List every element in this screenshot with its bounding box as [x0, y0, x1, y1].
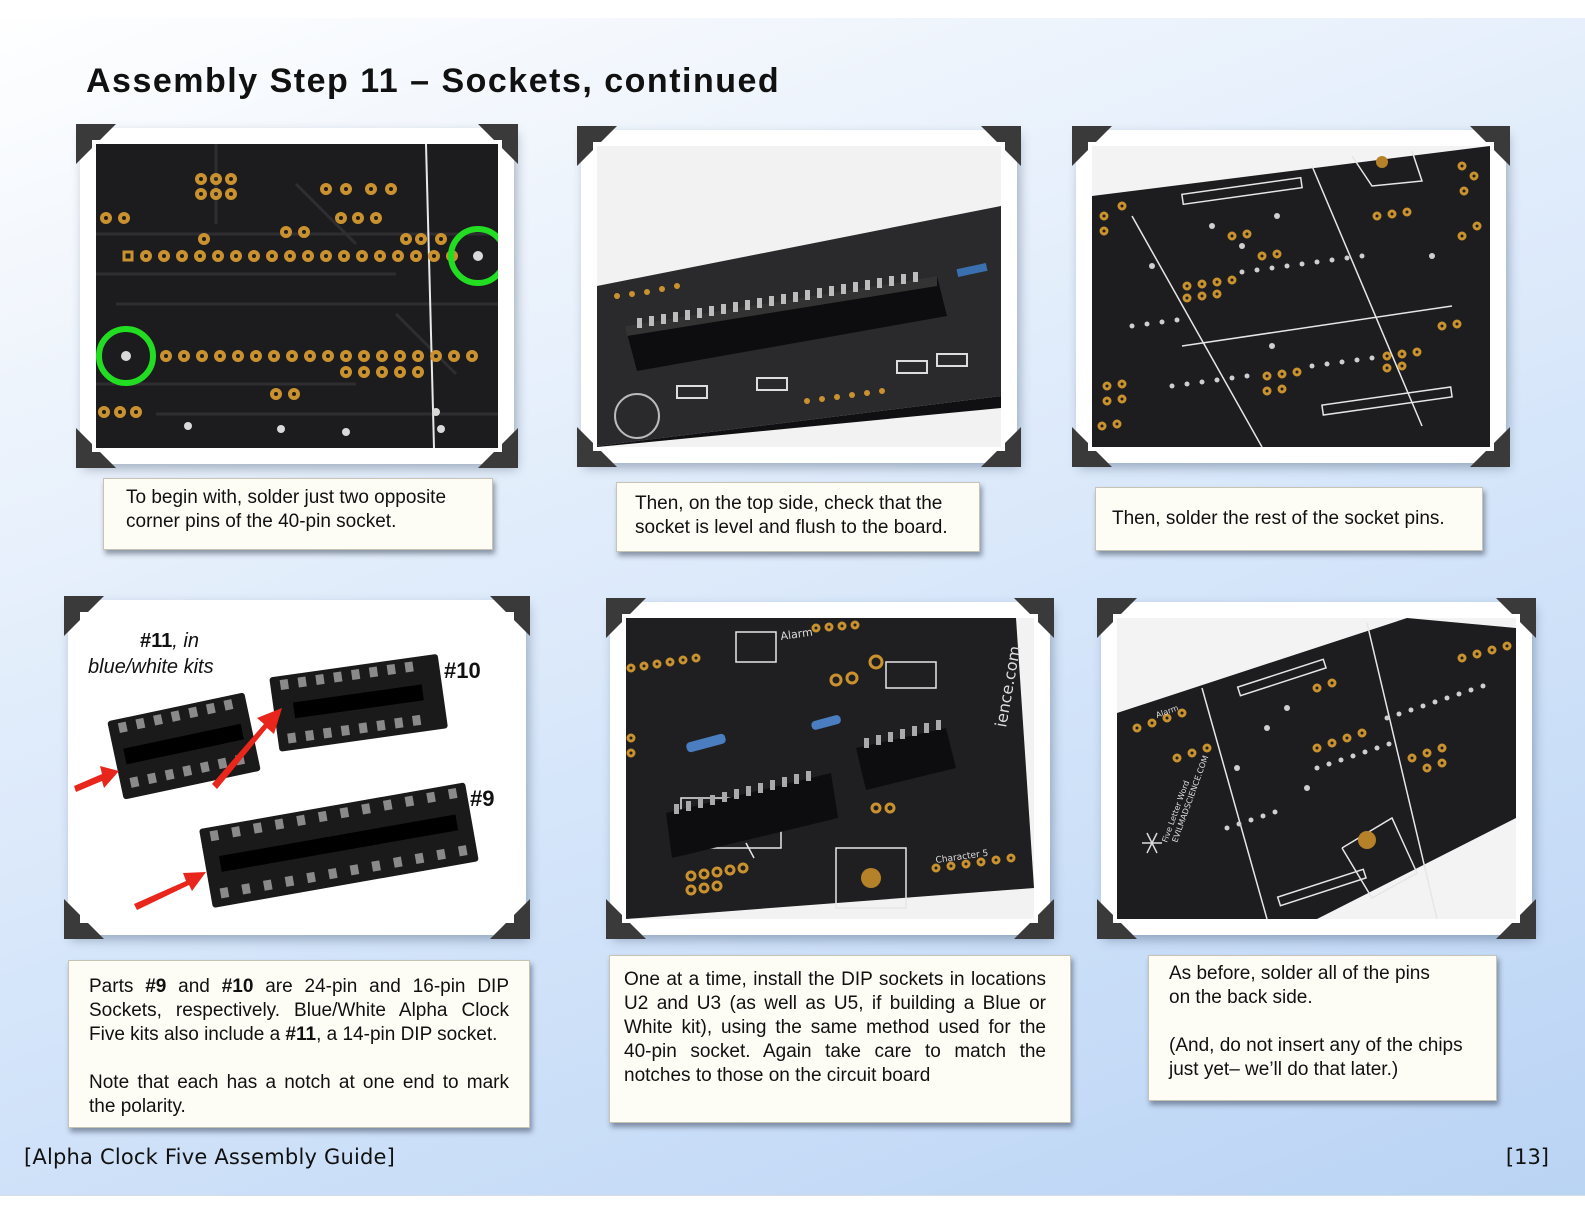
bottom-margin — [0, 1195, 1585, 1225]
paragraph-gap — [89, 1047, 509, 1071]
pcb-back-photo-icon — [96, 144, 498, 448]
pcb-back-photo-icon: Five Letter Word EVILMADSCIENCE.COM Alar… — [1117, 618, 1516, 919]
photo-frame-6: Five Letter Word EVILMADSCIENCE.COM Alar… — [1097, 598, 1536, 939]
photo-corner-icon — [64, 596, 104, 636]
photo-corner-icon — [1072, 427, 1112, 467]
caption-text: Parts — [89, 976, 146, 997]
top-margin — [0, 0, 1585, 18]
caption-step-5: One at a time, install the DIP sockets i… — [609, 955, 1071, 1123]
photo-corner-icon — [76, 124, 116, 164]
part-number: #11 — [285, 1024, 317, 1045]
photo-frame-3 — [1072, 126, 1510, 467]
caption-text: Then, solder the rest of the socket pins… — [1112, 508, 1445, 529]
photo-corner-icon — [606, 598, 646, 638]
part-11-label: #11, in — [140, 630, 199, 653]
pcb-top-photo-icon: Alarm Character 5 ience.com — [626, 618, 1034, 919]
part-label-suffix: , in — [172, 630, 199, 652]
photo-corner-icon — [1097, 598, 1137, 638]
caption-step-3: Then, solder the rest of the socket pins… — [1095, 487, 1483, 551]
part-number: #9 — [145, 976, 167, 997]
photo-corner-icon — [1072, 126, 1112, 166]
photo-corner-icon — [1097, 899, 1137, 939]
photo-corner-icon — [1014, 899, 1054, 939]
part-number: #11 — [140, 630, 173, 652]
photo-corner-icon — [981, 126, 1021, 166]
page-number: [13] — [1505, 1145, 1549, 1169]
photo-corner-icon — [490, 596, 530, 636]
caption-text: , a 14-pin DIP socket. — [316, 1024, 498, 1045]
footer-guide-title: [Alpha Clock Five Assembly Guide] — [24, 1145, 396, 1169]
photo-frame-5: Alarm Character 5 ience.com — [606, 598, 1054, 939]
caption-text: are 24-pin and 16-pin DIP Sockets, respe… — [89, 976, 509, 1045]
part-10-label: #10 — [444, 658, 481, 683]
paragraph-gap — [1169, 1010, 1476, 1034]
caption-text: To begin with, solder just two opposite … — [126, 487, 447, 532]
photo-corner-icon — [606, 899, 646, 939]
photo-corner-icon — [1470, 126, 1510, 166]
photo-corner-icon — [478, 428, 518, 468]
pcb-back-photo-icon — [1092, 146, 1490, 447]
dip-socket-photo-icon — [74, 606, 520, 919]
arrow-icon — [74, 708, 282, 910]
photo-corner-icon — [577, 126, 617, 166]
svg-text:Alarm: Alarm — [780, 626, 814, 643]
caption-step-6: As before, solder all of the pins on the… — [1148, 955, 1497, 1101]
caption-text: One at a time, install the DIP sockets i… — [624, 969, 1046, 1086]
photo-corner-icon — [1496, 598, 1536, 638]
photo-corner-icon — [1014, 598, 1054, 638]
caption-text: and — [166, 976, 222, 997]
caption-parts-text: Parts #9 and #10 are 24-pin and 16-pin D… — [89, 975, 509, 1047]
part-11-kits-label: blue/white kits — [88, 656, 214, 678]
photo-corner-icon — [478, 124, 518, 164]
photo-corner-icon — [1496, 899, 1536, 939]
photo-corner-icon — [64, 899, 104, 939]
caption-note-text: Note that each has a notch at one end to… — [89, 1072, 509, 1117]
photo-corner-icon — [981, 427, 1021, 467]
caption-step-1: To begin with, solder just two opposite … — [103, 478, 493, 550]
photo-frame-2 — [577, 126, 1021, 467]
caption-step-2: Then, on the top side, check that the so… — [616, 482, 980, 552]
photo-frame-1 — [76, 124, 518, 468]
caption-text: As before, solder all of the pins on the… — [1169, 963, 1430, 1008]
photo-corner-icon — [1470, 427, 1510, 467]
photo-corner-icon — [577, 427, 617, 467]
photo-corner-icon — [490, 899, 530, 939]
photo-corner-icon — [76, 428, 116, 468]
caption-note-text: (And, do not insert any of the chips jus… — [1169, 1035, 1463, 1080]
part-number: #10 — [221, 976, 254, 997]
caption-step-4: Parts #9 and #10 are 24-pin and 16-pin D… — [68, 960, 530, 1128]
photo-frame-4: #11, in blue/white kits #10 #9 — [64, 596, 530, 939]
page-title: Assembly Step 11 – Sockets, continued — [86, 62, 781, 100]
caption-text: Then, on the top side, check that the so… — [635, 493, 948, 538]
pcb-top-photo-icon — [597, 146, 1001, 447]
part-9-label: #9 — [470, 786, 495, 811]
